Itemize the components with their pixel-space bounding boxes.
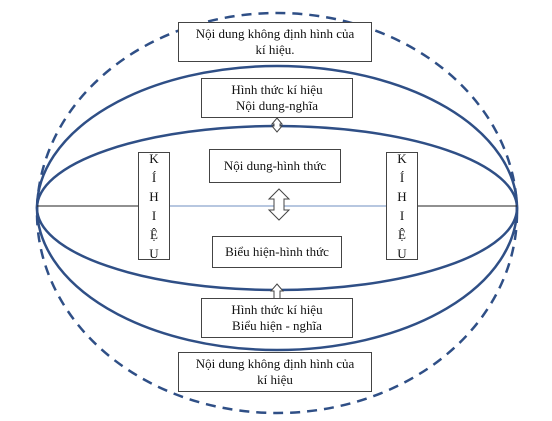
right-letter: U xyxy=(397,246,407,261)
left-letter: H xyxy=(149,189,159,204)
center-bottom-box: Biểu hiện-hình thức xyxy=(212,236,342,268)
top-outer-box: Nội dung không định hình của kí hiệu. xyxy=(178,22,372,62)
left-letter: U xyxy=(149,246,159,261)
right-side-label: K Í H I Ệ U xyxy=(386,151,418,261)
right-letter: Í xyxy=(399,170,405,185)
top-inner-line2: Nội dung-nghĩa xyxy=(236,98,318,113)
center-bottom-label: Biểu hiện-hình thức xyxy=(225,244,329,259)
center-top-box: Nội dung-hình thức xyxy=(209,149,341,183)
bottom-outer-line1: Nội dung không định hình của xyxy=(195,356,355,371)
left-side-label: K Í H I Ệ U xyxy=(138,151,170,261)
bottom-inner-line2: Biểu hiện - nghĩa xyxy=(232,318,322,333)
bottom-outer-line2: kí hiệu xyxy=(257,372,293,387)
bottom-outer-box: Nội dung không định hình của kí hiệu xyxy=(178,352,372,392)
top-inner-line1: Hình thức kí hiệu xyxy=(231,82,323,97)
right-letter: I xyxy=(399,208,405,223)
left-letter: I xyxy=(151,208,157,223)
arrow-bottom-inner xyxy=(269,283,285,300)
left-letter: K xyxy=(149,151,159,166)
right-letter: Ệ xyxy=(398,227,406,242)
center-top-label: Nội dung-hình thức xyxy=(223,158,327,173)
arrow-center xyxy=(267,188,291,221)
right-letter: H xyxy=(397,189,407,204)
top-outer-line1: Nội dung không định hình của xyxy=(195,26,355,41)
bottom-inner-line1: Hình thức kí hiệu xyxy=(231,302,323,317)
top-inner-box: Hình thức kí hiệu Nội dung-nghĩa xyxy=(201,78,353,118)
bottom-inner-box: Hình thức kí hiệu Biểu hiện - nghĩa xyxy=(201,298,353,338)
left-letter: Í xyxy=(151,170,157,185)
arrow-top-inner xyxy=(270,117,284,133)
right-letter: K xyxy=(397,151,407,166)
left-letter: Ệ xyxy=(150,227,158,242)
top-outer-line2: kí hiệu. xyxy=(255,42,295,57)
